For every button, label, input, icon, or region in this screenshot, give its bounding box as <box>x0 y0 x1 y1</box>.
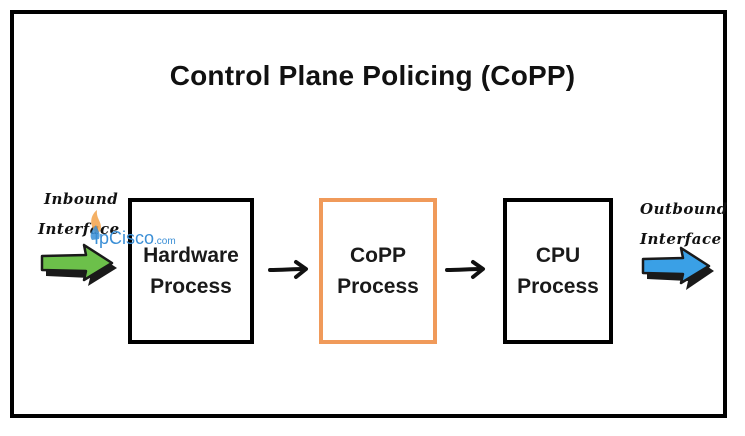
cpu-process-line2: Process <box>517 275 599 298</box>
hardware-process-box: Hardware Process <box>128 198 254 344</box>
outbound-label-line2: Interface <box>640 230 722 248</box>
flow-arrow-hardware-to-copp <box>268 260 308 279</box>
copp-process-box: CoPP Process <box>319 198 437 344</box>
inbound-label-line1: Inbound <box>44 190 119 208</box>
inbound-arrow-icon <box>40 243 117 286</box>
flow-arrow-copp-to-cpu <box>445 260 485 279</box>
hardware-process-line1: Hardware <box>143 244 239 267</box>
outbound-label-line1: Outbound <box>640 200 728 218</box>
watermark-suffix: .com <box>154 236 176 247</box>
copp-process-line1: CoPP <box>349 244 406 267</box>
copp-process-line2: Process <box>337 275 419 298</box>
ipcisco-logo-icon <box>90 210 101 240</box>
outbound-arrow-icon <box>641 246 714 290</box>
cpu-process-line1: CPU <box>535 244 581 267</box>
diagram-frame <box>10 10 727 418</box>
ipcisco-watermark: IpCisco.com <box>94 228 176 249</box>
watermark-brand: IpCisco <box>94 228 155 248</box>
cpu-process-box: CPU Process <box>503 198 613 344</box>
hardware-process-line2: Process <box>150 275 232 298</box>
diagram-title: Control Plane Policing (CoPP) <box>169 60 576 91</box>
